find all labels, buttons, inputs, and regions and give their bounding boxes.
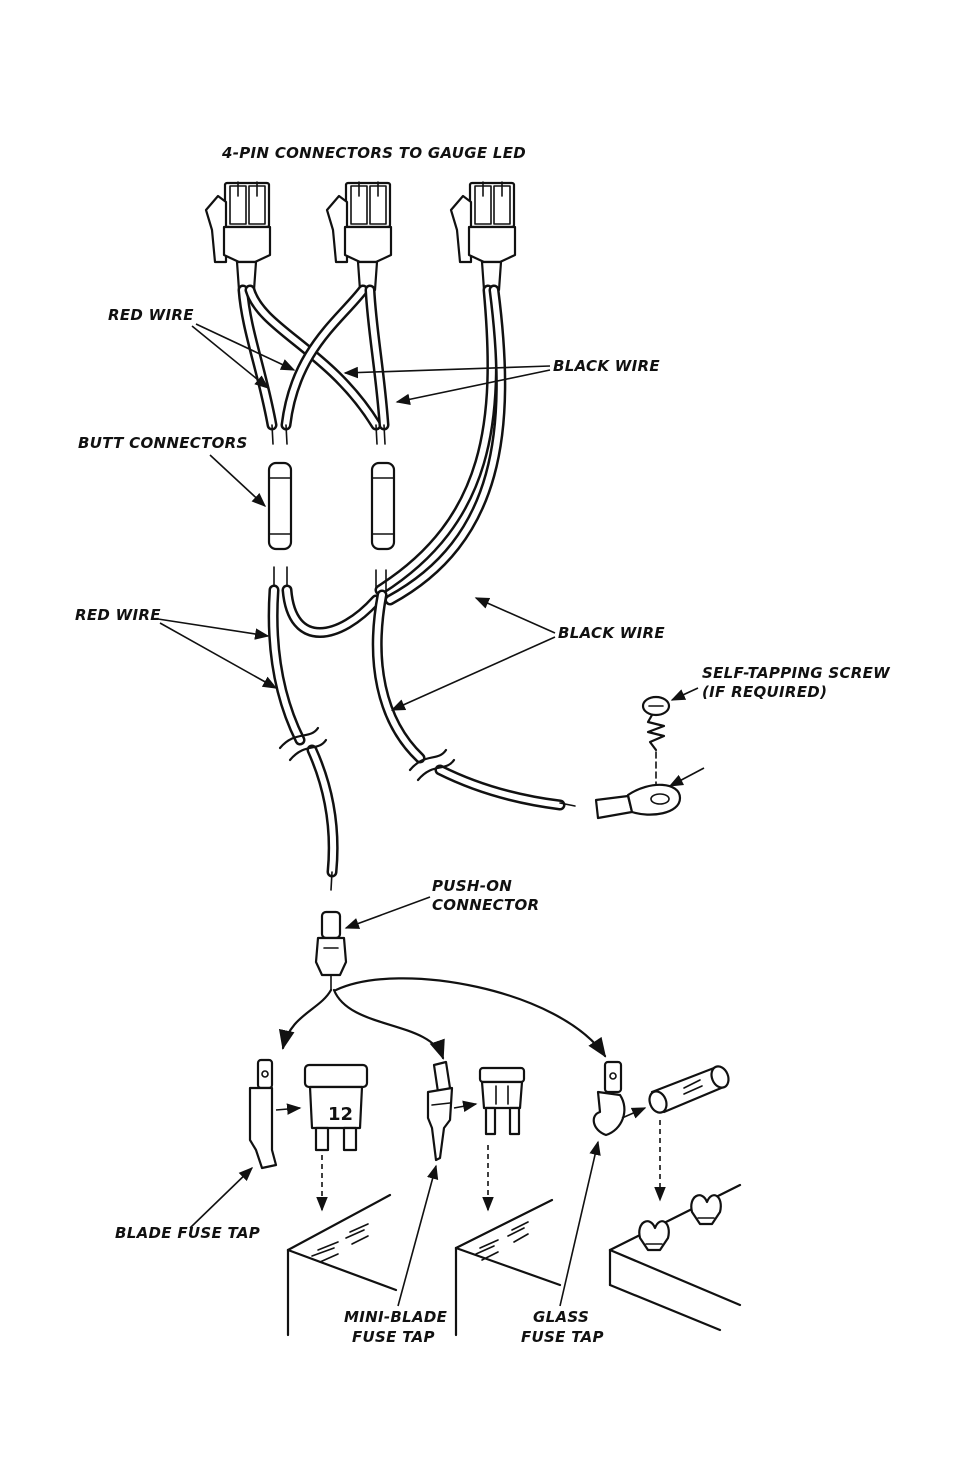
push-on-label-line1: PUSH-ON — [432, 877, 512, 895]
four-pin-connector-1 — [206, 182, 270, 290]
ring-terminal — [596, 785, 680, 818]
glass-label-line1: GLASS — [533, 1308, 589, 1326]
svg-text:12: 12 — [328, 1104, 353, 1125]
blade-fuse-tap-label: BLADE FUSE TAP — [115, 1224, 260, 1242]
four-pin-connector-3 — [451, 182, 515, 290]
self-tapping-screw — [643, 697, 669, 785]
lower-wire-harness — [273, 567, 575, 890]
four-pin-connector-2 — [327, 182, 391, 290]
glass-fuse-tap — [594, 1062, 625, 1135]
mini-blade-fuse — [480, 1068, 524, 1134]
screw-label-line2: (IF REQUIRED) — [702, 683, 827, 701]
branch-curves — [283, 978, 605, 1058]
connectors-title-label: 4-PIN CONNECTORS TO GAUGE LED — [221, 144, 526, 162]
glass-fuse — [646, 1064, 731, 1115]
push-on-label-line2: CONNECTOR — [432, 896, 539, 914]
black-wire-top-label: BLACK WIRE — [553, 357, 660, 375]
screw-label-line1: SELF-TAPPING SCREW — [702, 664, 891, 682]
mini-blade-label-line1: MINI-BLADE — [344, 1308, 448, 1326]
black-wire-bottom-label: BLACK WIRE — [558, 624, 665, 642]
glass-label-line2: FUSE TAP — [521, 1328, 604, 1346]
butt-connector-1 — [269, 463, 291, 549]
blade-fuse-tap — [250, 1060, 276, 1168]
red-wire-bottom-label: RED WIRE — [75, 606, 161, 624]
glass-fuse-clips — [639, 1195, 721, 1250]
red-wire-top-label: RED WIRE — [108, 306, 194, 324]
blade-fuse: 12 — [305, 1065, 367, 1150]
butt-connector-2 — [372, 463, 394, 549]
push-on-connector — [316, 912, 346, 990]
leader-arrows — [158, 324, 704, 1306]
mini-blade-label-line2: FUSE TAP — [352, 1328, 435, 1346]
mini-blade-fuse-tap — [428, 1062, 452, 1160]
top-wire-harness — [243, 290, 501, 600]
butt-connectors-label: BUTT CONNECTORS — [78, 434, 248, 452]
